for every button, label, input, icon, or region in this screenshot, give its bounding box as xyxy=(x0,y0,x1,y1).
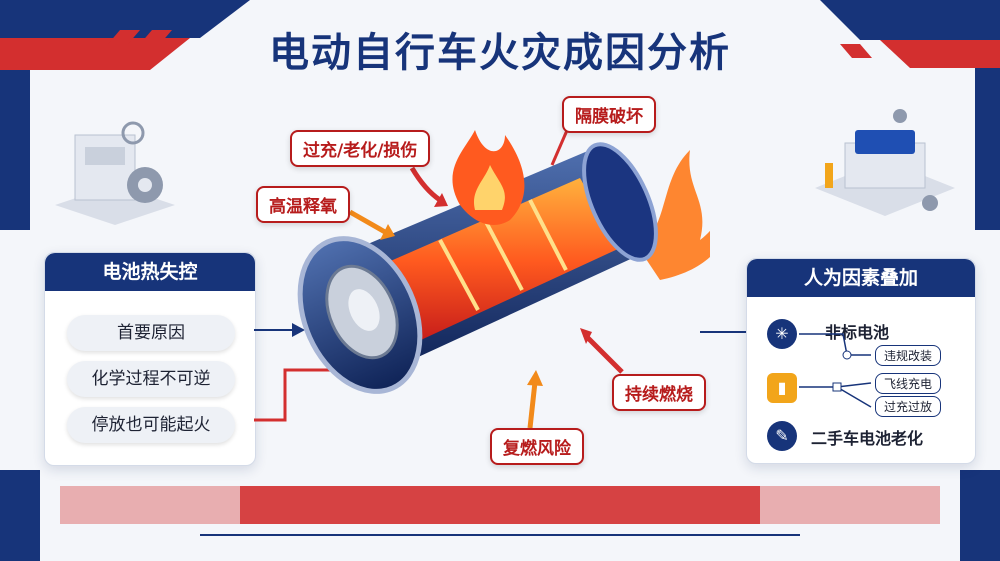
glow-ring-2 xyxy=(483,219,524,291)
left-item-parked-fire: 停放也可能起火 xyxy=(67,407,235,443)
callout-separator-damage: 隔膜破坏 xyxy=(562,96,656,133)
callout-reignition-risk: 复燃风险 xyxy=(490,428,584,465)
gear-hub xyxy=(138,178,152,192)
left-item-irreversible: 化学过程不可逆 xyxy=(67,361,235,397)
right-label-nonstandard-battery: 非标电池 xyxy=(825,323,890,342)
top-right-stripe xyxy=(820,0,1000,40)
bottom-band-fade-left xyxy=(60,486,240,524)
battery-device-illustration xyxy=(815,109,955,216)
machine-body xyxy=(74,134,136,201)
charger-icon: ▮ xyxy=(767,373,797,403)
top-right-dash xyxy=(840,44,872,58)
right-edge-stripe xyxy=(975,68,1000,230)
arrow-reignite-head xyxy=(527,370,543,386)
arrow-sustained-head xyxy=(580,328,592,344)
battery-illustration xyxy=(297,130,710,394)
aged-battery-icon: ✎ xyxy=(767,421,797,451)
bottom-left-stripe xyxy=(0,470,40,561)
page-title: 电动自行车火灾成因分析 xyxy=(269,30,731,76)
dial-icon xyxy=(121,121,145,145)
callout-overcharge-aging: 过充/老化/损伤 xyxy=(290,130,431,167)
right-flame xyxy=(640,150,710,280)
left-panel-thermal-runaway: 电池热失控 首要原因 化学过程不可逆 停放也可能起火 xyxy=(44,252,256,466)
top-left-stripe xyxy=(0,0,250,38)
left-item-primary-cause: 首要原因 xyxy=(67,315,235,351)
left-panel-heading: 电池热失控 xyxy=(45,253,255,291)
top-right-red-stripe xyxy=(880,40,1000,68)
right-label-used-battery: 二手车电池老化 xyxy=(811,429,924,448)
battery-circle-icon: ✳ xyxy=(767,319,797,349)
machine-gear-illustration xyxy=(55,121,175,225)
arrow-sustained xyxy=(583,333,624,374)
small-gear-icon xyxy=(893,109,907,123)
right-panel-human-factors: 人为因素叠加 ✳ 非标电池 违规改装 ▮ 飞线充电 过充过放 ✎ 二手车电池老化 xyxy=(746,258,976,464)
right-sub-over-charge: 过充过放 xyxy=(875,396,942,417)
right-sub-illegal-mod: 违规改装 xyxy=(875,345,942,366)
arrow-overcharge-head xyxy=(434,193,448,207)
machine-screen xyxy=(85,147,125,165)
left-arrow-head xyxy=(292,323,305,337)
arrow-reignite xyxy=(527,381,538,429)
battery-back-cap xyxy=(582,142,658,262)
top-left-dash xyxy=(108,30,140,44)
right-panel-heading: 人为因素叠加 xyxy=(747,259,975,297)
orange-cell xyxy=(825,163,833,188)
right-sub-wire-charging: 飞线充电 xyxy=(875,373,942,394)
top-left-dash-2 xyxy=(140,30,172,44)
terminal-center xyxy=(348,289,380,331)
right-panel-connectors xyxy=(799,333,872,408)
connector-icon xyxy=(922,195,938,211)
callout-sustained-burning: 持续燃烧 xyxy=(612,374,706,411)
callout-oxygen-release: 高温释氧 xyxy=(256,186,350,223)
top-flame-core xyxy=(473,165,505,210)
separator-lead xyxy=(550,127,570,166)
arrow-overcharge xyxy=(409,166,442,203)
bottom-band-fade-right xyxy=(760,486,940,524)
connector-node-2 xyxy=(832,382,842,392)
arrow-oxygen xyxy=(348,209,387,235)
glow-ring-1 xyxy=(438,239,480,311)
top-left-red-stripe xyxy=(0,38,190,70)
left-edge-stripe xyxy=(0,70,30,230)
arrow-oxygen-head xyxy=(380,224,395,240)
bottom-right-stripe xyxy=(960,470,1000,561)
connector-node-1 xyxy=(842,350,852,360)
battery-core-glow xyxy=(370,178,620,345)
glow-ring-3 xyxy=(528,199,568,271)
connector-line-1 xyxy=(799,333,871,356)
blue-battery-pack xyxy=(855,130,915,154)
